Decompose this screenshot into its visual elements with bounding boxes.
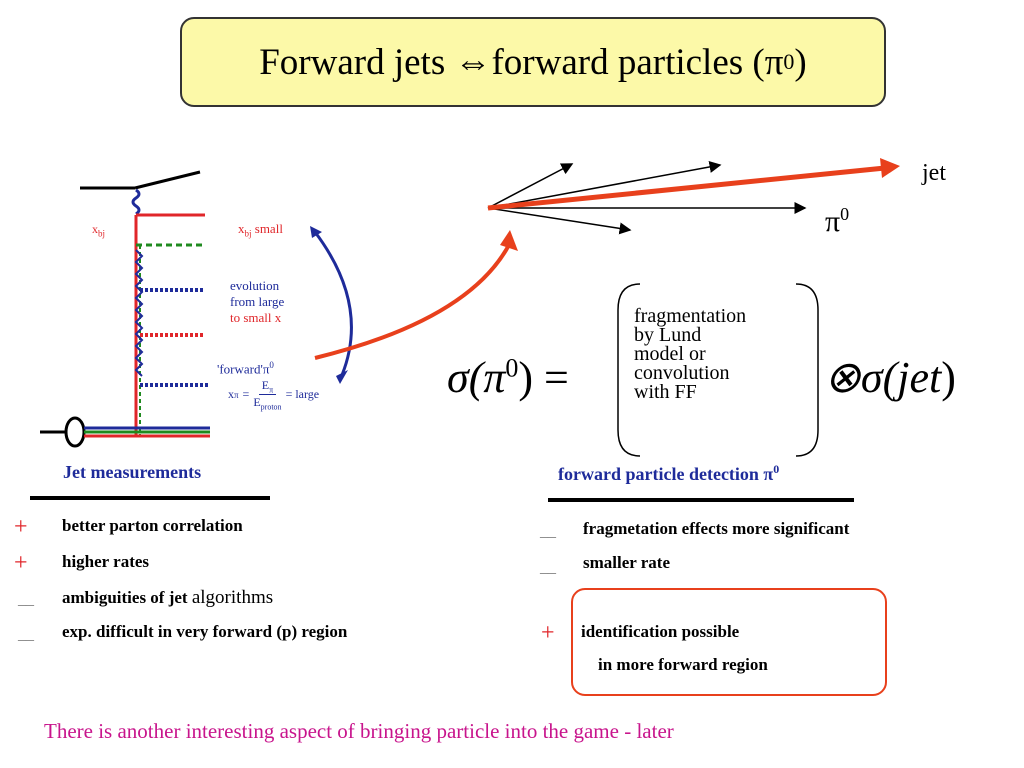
right-sign-1: __ (540, 523, 556, 540)
jet-measurements-heading: Jet measurements (63, 462, 202, 482)
identification-highlight-box (571, 588, 887, 696)
right-rule (548, 498, 854, 502)
xbj-small-label: xbj small (238, 221, 283, 239)
title-sup: 0 (783, 49, 795, 74)
jet-arrows (487, 158, 900, 235)
left-item-3: ambiguities of jet algorithms (62, 587, 274, 608)
right-item-1: fragmetation effects more significant (583, 519, 850, 538)
left-rule (30, 496, 270, 500)
footer-note: There is another interesting aspect of b… (44, 719, 674, 743)
right-sign-2: __ (540, 559, 556, 576)
xbj-left-label: xbj (92, 222, 106, 239)
left-sign-1: + (14, 514, 28, 540)
title-text: Forward jets ⇔forward particles (π (259, 41, 784, 83)
formula-lhs: σ(π0) = (447, 353, 569, 402)
connecting-arrow (314, 230, 518, 360)
right-item-3b: in more forward region (598, 655, 768, 674)
left-item-2: higher rates (62, 552, 150, 571)
right-sign-3: + (541, 620, 555, 646)
formula-parens (617, 283, 819, 457)
pi0-label: π0 (825, 204, 850, 238)
fragmentation-text: fragmentation by Lund model or convoluti… (634, 305, 747, 403)
title-close: ) (794, 41, 807, 83)
formula-rhs: ⊗σ(jet) (824, 353, 956, 402)
jet-label: jet (922, 160, 946, 186)
right-item-3a: identification possible (581, 622, 740, 641)
forward-detection-heading: forward particle detection π0 (558, 462, 780, 484)
left-item-1: better parton correlation (62, 516, 243, 535)
left-sign-3: __ (18, 591, 34, 608)
right-item-2: smaller rate (583, 553, 671, 572)
left-sign-4: __ (18, 626, 34, 643)
left-sign-2: + (14, 550, 28, 576)
forward-pi-label: 'forward'π0 (217, 360, 274, 377)
evolution-text: evolution from large to small x (230, 278, 285, 325)
ladder-diagram (40, 170, 353, 448)
left-item-4: exp. difficult in very forward (p) regio… (62, 622, 348, 641)
